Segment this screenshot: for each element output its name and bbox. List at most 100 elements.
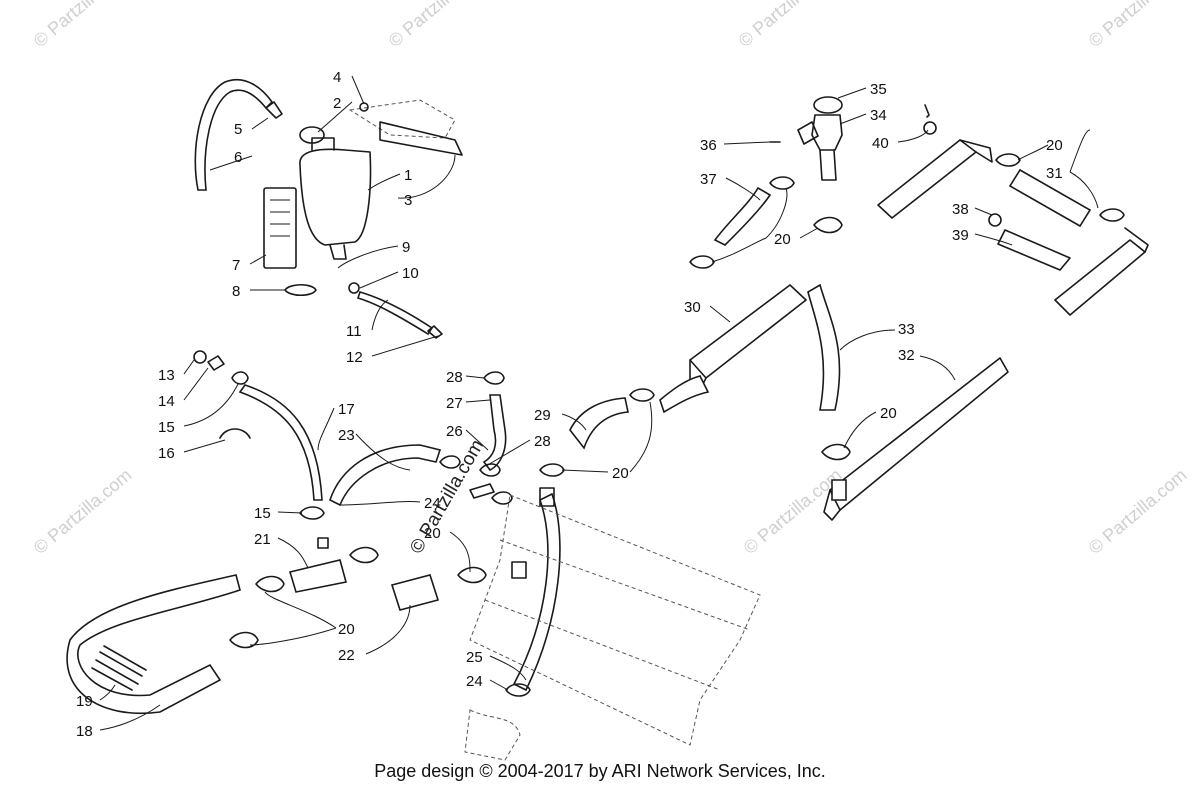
clamp xyxy=(813,216,843,234)
connector-hose xyxy=(329,444,442,507)
callout-19: 19 xyxy=(76,693,93,710)
clamp xyxy=(1099,208,1125,222)
callout-11: 11 xyxy=(346,323,362,340)
reservoir-assembly xyxy=(194,78,463,339)
leader-line xyxy=(843,411,877,449)
rear-heat-exchanger-end xyxy=(823,489,841,521)
hose-clip xyxy=(427,325,443,339)
leader-line xyxy=(974,207,993,216)
leader-line xyxy=(183,439,226,453)
leader-line xyxy=(465,429,489,451)
leader-line xyxy=(629,401,653,473)
leader-line xyxy=(277,537,309,569)
hose-guard xyxy=(91,645,147,691)
watermark-text: © Partzilla.com xyxy=(740,465,846,558)
engine-fitting-outline xyxy=(464,709,521,761)
leader-line xyxy=(249,627,337,646)
leader-line xyxy=(799,227,819,239)
radiator-cap xyxy=(813,96,843,114)
leader-line xyxy=(449,531,471,573)
leader-line xyxy=(723,141,771,145)
left-hose-assembly xyxy=(66,350,487,714)
clamp xyxy=(299,506,325,520)
leader-line xyxy=(725,177,761,201)
callout-34: 34 xyxy=(870,107,887,124)
leader-line xyxy=(183,367,209,401)
leader-line xyxy=(99,684,116,701)
grommet xyxy=(923,121,937,135)
leader-line xyxy=(277,511,303,514)
leader-line xyxy=(367,173,401,191)
clamp xyxy=(629,388,655,402)
callout-14: 14 xyxy=(158,393,175,410)
clamp xyxy=(229,631,259,649)
callout-35: 35 xyxy=(870,81,887,98)
clamp xyxy=(349,546,379,564)
pipe-connector xyxy=(469,483,495,499)
heat-exchanger-assembly xyxy=(659,104,1149,521)
leader-line xyxy=(485,439,531,467)
callout-20: 20 xyxy=(612,465,629,482)
clamp xyxy=(439,455,461,469)
s-bend-hose xyxy=(807,283,841,411)
callout-18: 18 xyxy=(76,723,93,740)
leader-line xyxy=(561,413,587,431)
leader-line xyxy=(317,101,353,133)
mounting-bracket-outline xyxy=(348,99,456,139)
clamp xyxy=(491,491,513,505)
leader-line xyxy=(183,359,195,375)
tunnel-fitting xyxy=(511,561,527,579)
leader-line xyxy=(765,187,788,239)
long-hose xyxy=(512,492,561,692)
tunnel-edge xyxy=(499,539,751,631)
lock-nut xyxy=(359,102,369,112)
clamp xyxy=(995,153,1021,167)
lower-exchanger-elbow xyxy=(1124,227,1149,253)
callout-5: 5 xyxy=(234,121,242,138)
leader-line xyxy=(897,129,929,143)
callout-26: 26 xyxy=(446,423,463,440)
watermark-layer: © Partzilla.com © Partzilla.com © Partzi… xyxy=(30,0,1191,558)
leader-line xyxy=(365,604,411,655)
callout-37: 37 xyxy=(700,171,717,188)
callout-1: 1 xyxy=(404,167,412,184)
callout-33: 33 xyxy=(898,321,915,338)
leader-line xyxy=(465,399,491,403)
leader-line xyxy=(397,154,456,199)
filler-neck-bracket xyxy=(797,121,819,145)
callout-22: 22 xyxy=(338,647,355,664)
callout-36: 36 xyxy=(700,137,717,154)
leader-line xyxy=(839,329,896,351)
leader-line xyxy=(337,245,399,269)
callout-27: 27 xyxy=(446,395,463,412)
leader-line xyxy=(489,655,527,681)
leader-line xyxy=(709,305,731,323)
callout-10: 10 xyxy=(402,265,419,282)
callout-13: 13 xyxy=(158,367,175,384)
leader-line xyxy=(974,233,1013,246)
callout-24: 24 xyxy=(466,673,483,690)
reservoir-outlet xyxy=(329,244,347,260)
watermark-text: © Partzilla.com xyxy=(30,465,136,558)
leader-line xyxy=(183,383,239,427)
callout-28: 28 xyxy=(534,433,551,450)
leader-line xyxy=(317,407,335,451)
leader-line xyxy=(1069,129,1091,173)
center-hose-assembly xyxy=(439,371,655,761)
tunnel-outline xyxy=(469,494,761,746)
callout-23: 23 xyxy=(338,427,355,444)
tunnel-fitting xyxy=(539,487,555,507)
leader-line xyxy=(837,87,867,99)
leader-line xyxy=(264,591,337,629)
rear-heat-exchanger xyxy=(829,357,1009,511)
leader-line xyxy=(99,704,161,731)
coolant-reservoir xyxy=(299,148,372,246)
tee-fitting xyxy=(288,559,347,593)
coolant-hose xyxy=(66,574,241,714)
filler-neck xyxy=(811,114,843,151)
callout-20: 20 xyxy=(424,525,441,542)
callout-2: 2 xyxy=(333,95,341,112)
grommet xyxy=(988,213,1002,227)
crossover-tube xyxy=(1008,168,1092,228)
